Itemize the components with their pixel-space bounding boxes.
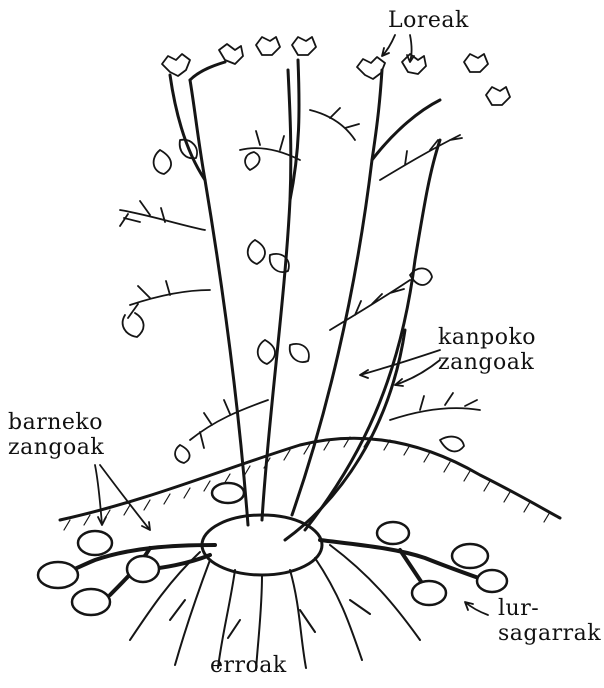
label-roots: erroak [210,653,287,678]
label-flowers: Loreak [388,8,469,33]
stems [170,60,440,540]
label-tubers: lur- sagarrak [498,596,601,646]
flowers [162,37,510,105]
label-outer-stems: kanpoko zangoak [438,325,536,375]
soil-line [60,438,560,520]
leaves [120,108,480,463]
soil-hatching [64,437,550,530]
label-inner-stems: barneko zangoak [8,410,104,460]
